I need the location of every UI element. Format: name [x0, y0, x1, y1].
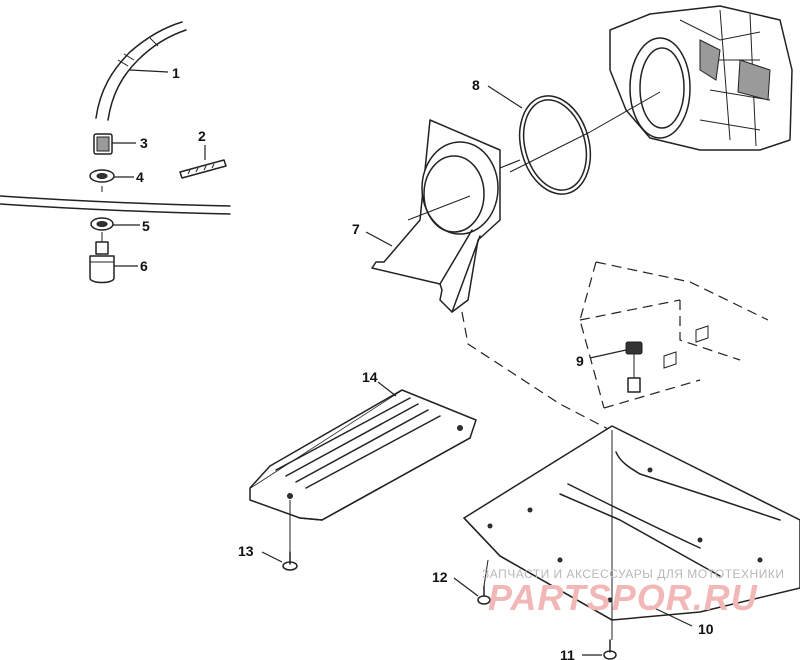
part-7-adapter-plate [371, 119, 521, 313]
callout-6: 6 [140, 258, 148, 274]
callout-1: 1 [172, 65, 180, 81]
callout-3: 3 [140, 135, 148, 151]
part-10-hull-plate [463, 425, 800, 621]
callout-7: 7 [352, 221, 360, 237]
callout-11: 11 [560, 647, 575, 660]
compartment-outline [461, 261, 769, 431]
part-12-screw [477, 585, 491, 605]
part-9-sensor [625, 341, 643, 393]
callout-labels: 1 2 3 4 5 6 7 8 9 10 11 12 13 14 [136, 65, 714, 660]
callout-13: 13 [238, 543, 254, 559]
callout-4: 4 [136, 169, 144, 185]
part-8-o-ring [518, 95, 592, 195]
part-4-washer [89, 169, 115, 183]
callout-10: 10 [698, 621, 714, 637]
callout-8: 8 [472, 77, 480, 93]
part-5-washer [90, 217, 114, 231]
watermark-brand: PARTSPOR.RU [488, 577, 758, 618]
pump-housing [609, 5, 793, 151]
watermark: ЗАПЧАСТИ И АКСЕССУАРЫ ДЛЯ МОТОТЕХНИКИ PA… [482, 567, 784, 618]
watermark-tagline: ЗАПЧАСТИ И АКСЕССУАРЫ ДЛЯ МОТОТЕХНИКИ [482, 567, 784, 581]
part-13-screw [282, 551, 298, 571]
leader-lines [112, 69, 693, 656]
part-11-screw [603, 639, 617, 660]
part-2-strip [179, 159, 227, 179]
part-14-tray [249, 389, 477, 521]
callout-14: 14 [362, 369, 378, 385]
part-6-fitting [89, 241, 115, 284]
panel-edge-line [0, 195, 231, 215]
callout-5: 5 [142, 218, 150, 234]
callout-9: 9 [576, 353, 584, 369]
callout-2: 2 [198, 128, 206, 144]
part-1-hose [95, 21, 187, 121]
part-3-nut [93, 133, 113, 155]
callout-12: 12 [432, 569, 448, 585]
